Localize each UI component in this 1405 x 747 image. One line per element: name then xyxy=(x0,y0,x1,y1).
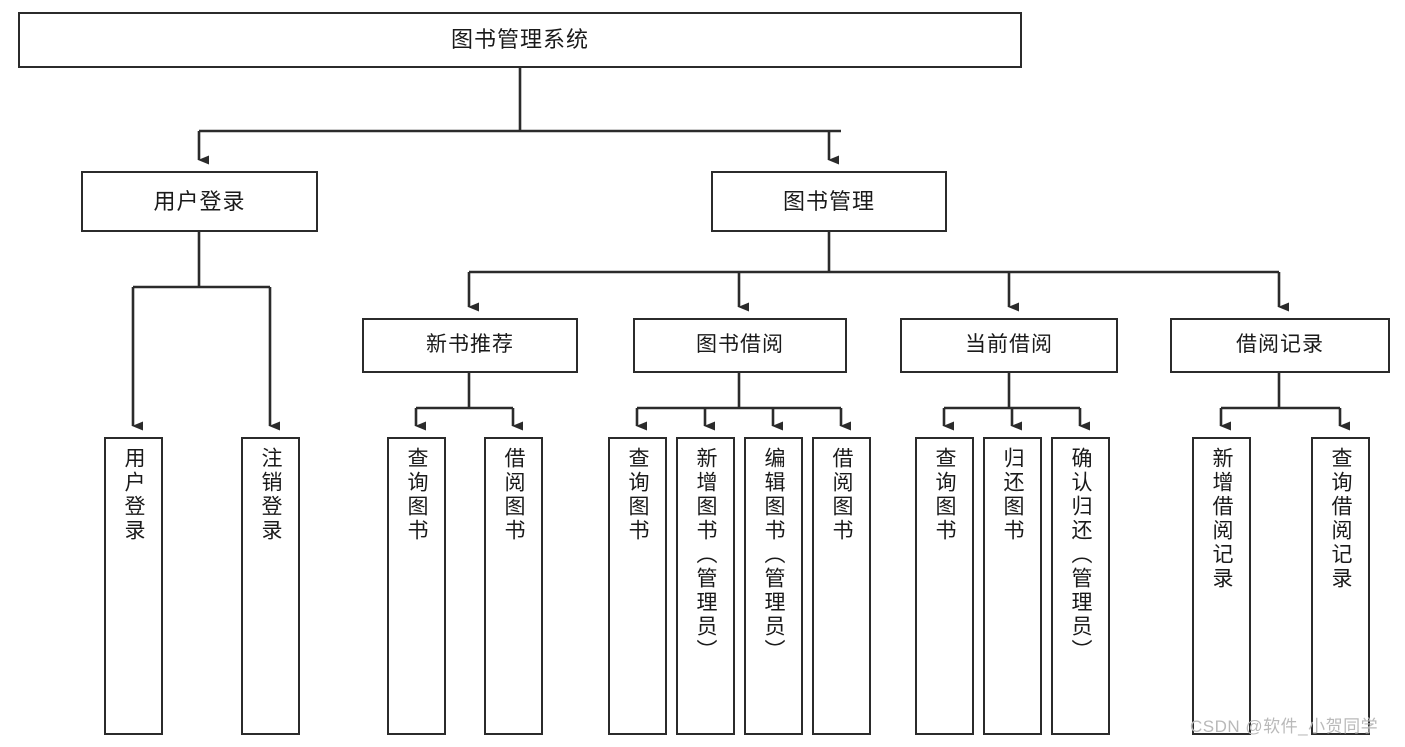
node-new-book-recommend-label: 新书推荐 xyxy=(426,333,514,357)
leaf-borrow-book-2[interactable]: 借阅图书 xyxy=(812,437,871,735)
node-book-borrow-label: 图书借阅 xyxy=(696,333,784,357)
leaf-add-book[interactable]: 新增图书（管理员） xyxy=(676,437,735,735)
node-borrow-record[interactable]: 借阅记录 xyxy=(1170,318,1390,373)
node-borrow-record-label: 借阅记录 xyxy=(1236,333,1324,357)
leaf-query-book-1[interactable]: 查询图书 xyxy=(387,437,446,735)
leaf-return-book-label: 归还图书 xyxy=(1001,447,1025,543)
leaf-query-record-label: 查询借阅记录 xyxy=(1329,447,1353,591)
leaf-confirm-return-label: 确认归还（管理员） xyxy=(1069,447,1093,663)
leaf-logout-login[interactable]: 注销登录 xyxy=(241,437,300,735)
leaf-user-login-label: 用户登录 xyxy=(122,447,146,543)
leaf-return-book[interactable]: 归还图书 xyxy=(983,437,1042,735)
node-book-management-label: 图书管理 xyxy=(782,188,875,214)
node-book-management[interactable]: 图书管理 xyxy=(711,171,947,232)
leaf-query-book-3[interactable]: 查询图书 xyxy=(915,437,974,735)
leaf-borrow-book-2-label: 借阅图书 xyxy=(830,447,854,543)
leaf-query-book-2-label: 查询图书 xyxy=(626,447,650,543)
leaf-query-record[interactable]: 查询借阅记录 xyxy=(1311,437,1370,735)
node-book-borrow[interactable]: 图书借阅 xyxy=(633,318,847,373)
leaf-borrow-book-1[interactable]: 借阅图书 xyxy=(484,437,543,735)
leaf-confirm-return[interactable]: 确认归还（管理员） xyxy=(1051,437,1110,735)
node-new-book-recommend[interactable]: 新书推荐 xyxy=(362,318,578,373)
leaf-query-book-3-label: 查询图书 xyxy=(933,447,957,543)
leaf-edit-book[interactable]: 编辑图书（管理员） xyxy=(744,437,803,735)
leaf-add-book-label: 新增图书（管理员） xyxy=(694,447,718,663)
leaf-borrow-book-1-label: 借阅图书 xyxy=(502,447,526,543)
leaf-add-record-label: 新增借阅记录 xyxy=(1210,447,1234,591)
csdn-watermark: CSDN @软件_小贺同学 xyxy=(1190,717,1379,736)
leaf-logout-login-label: 注销登录 xyxy=(259,447,283,543)
leaf-user-login[interactable]: 用户登录 xyxy=(104,437,163,735)
node-user-login-label: 用户登录 xyxy=(153,188,246,214)
node-current-borrow-label: 当前借阅 xyxy=(965,333,1053,357)
node-current-borrow[interactable]: 当前借阅 xyxy=(900,318,1118,373)
leaf-query-book-2[interactable]: 查询图书 xyxy=(608,437,667,735)
leaf-edit-book-label: 编辑图书（管理员） xyxy=(762,447,786,663)
node-root-label: 图书管理系统 xyxy=(450,27,589,53)
node-root[interactable]: 图书管理系统 xyxy=(18,12,1022,68)
leaf-add-record[interactable]: 新增借阅记录 xyxy=(1192,437,1251,735)
node-user-login[interactable]: 用户登录 xyxy=(81,171,318,232)
leaf-query-book-1-label: 查询图书 xyxy=(405,447,429,543)
